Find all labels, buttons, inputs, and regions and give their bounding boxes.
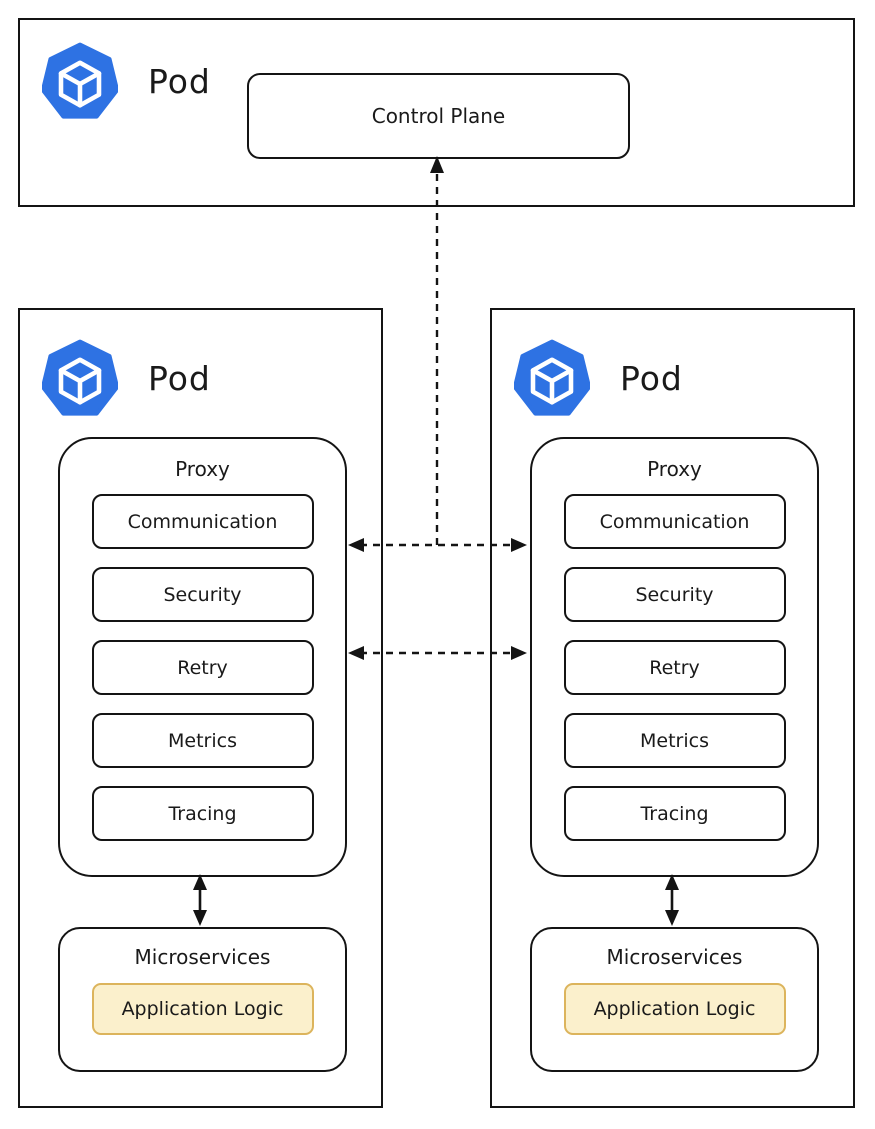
pod-label: Pod xyxy=(148,61,211,101)
control-plane-pod: Pod Control Plane xyxy=(18,18,855,207)
control-plane-box: Control Plane xyxy=(247,73,630,159)
proxy-feature-box: Metrics xyxy=(563,713,786,768)
pod-header: Pod xyxy=(42,40,211,122)
proxy-feature-box: Metrics xyxy=(91,713,314,768)
microservices-container: Microservices Application Logic xyxy=(58,927,347,1072)
proxy-feature-list: Communication Security Retry Metrics Tra… xyxy=(532,494,817,841)
kubernetes-pod-icon xyxy=(42,42,118,119)
proxy-title: Proxy xyxy=(647,457,702,481)
microservices-title: Microservices xyxy=(134,945,271,969)
microservices-title: Microservices xyxy=(606,945,743,969)
application-logic-box: Application Logic xyxy=(563,983,786,1035)
kubernetes-pod-icon xyxy=(42,339,118,416)
proxy-title: Proxy xyxy=(175,457,230,481)
control-plane-link-arrow xyxy=(430,156,444,545)
workload-pod-2: Pod Proxy Communication Security Retry M… xyxy=(490,308,855,1108)
proxy-feature-box: Retry xyxy=(563,640,786,695)
pod-label: Pod xyxy=(148,358,211,398)
proxy-container: Proxy Communication Security Retry Metri… xyxy=(530,437,819,877)
pod-header: Pod xyxy=(514,337,683,419)
microservices-container: Microservices Application Logic xyxy=(530,927,819,1072)
kubernetes-pod-icon xyxy=(514,339,590,416)
proxy-feature-box: Communication xyxy=(563,494,786,549)
proxy-feature-box: Communication xyxy=(91,494,314,549)
pod-label: Pod xyxy=(620,358,683,398)
proxy-feature-list: Communication Security Retry Metrics Tra… xyxy=(60,494,345,841)
control-plane-label: Control Plane xyxy=(371,104,506,128)
proxy-feature-box: Security xyxy=(91,567,314,622)
pod-header: Pod xyxy=(42,337,211,419)
proxy-feature-box: Tracing xyxy=(91,786,314,841)
proxy-container: Proxy Communication Security Retry Metri… xyxy=(58,437,347,877)
proxy-feature-box: Retry xyxy=(91,640,314,695)
proxy-feature-box: Security xyxy=(563,567,786,622)
proxy-feature-box: Tracing xyxy=(563,786,786,841)
application-logic-box: Application Logic xyxy=(91,983,314,1035)
workload-pod-1: Pod Proxy Communication Security Retry M… xyxy=(18,308,383,1108)
